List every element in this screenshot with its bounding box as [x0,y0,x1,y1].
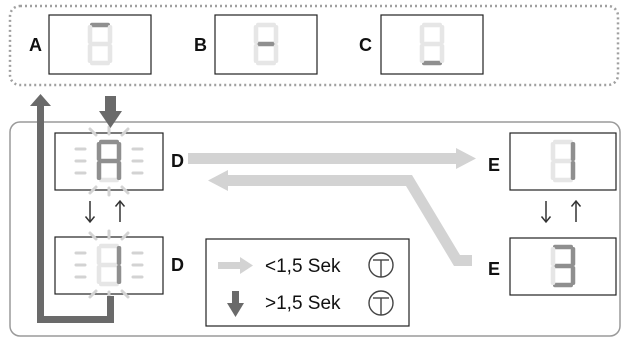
segment-g [553,158,573,164]
segment-a [99,139,119,145]
segment-b [116,246,122,265]
arrow-up-e [570,199,582,222]
label-d-top: D [171,151,184,171]
blink-ray [88,289,98,299]
segment-e [419,44,425,63]
blink-ray [120,127,130,137]
digit-e-top [550,139,576,183]
segment-a [256,22,276,28]
blink-ray [88,127,98,137]
arrow-up-d [114,199,126,222]
legend-long-arrow [227,291,244,317]
blink-rays-bottom [74,229,144,301]
segment-d [90,60,110,66]
segment-f [550,142,556,161]
digit-e-bottom [550,244,576,288]
segment-e [96,161,102,180]
segment-g [256,41,276,47]
label-e-bottom: E [488,259,501,279]
legend-box [205,238,410,327]
arrow-down-e [540,201,552,224]
digit-d-bottom [96,243,122,287]
label-d-bottom: D [171,255,184,275]
blink-ray [88,185,98,195]
segment-g [553,263,573,269]
segment-a [99,243,119,249]
segment-f [550,247,556,266]
segment-c [116,161,122,180]
segment-f [96,142,102,161]
segment-f [87,25,93,44]
segment-b [570,247,576,266]
segment-g [422,41,442,47]
segment-e [253,44,259,63]
label-c: C [359,35,372,55]
blink-ray [120,185,130,195]
long-press-loop-arrow [30,94,114,323]
segment-b [439,25,445,44]
menu-frame [9,121,621,337]
options-frame [8,4,620,87]
segment-b [273,25,279,44]
blink-ray [120,231,130,241]
blink-ray [120,289,130,299]
legend-short-arrow [218,257,253,274]
segment-d [256,60,276,66]
segment-e [87,44,93,63]
segment-f [96,246,102,265]
t-button-icon [368,252,394,278]
segment-d [553,177,573,183]
blink-rays-top [74,125,144,197]
arrow-down-d [84,201,96,224]
digit-c [419,22,445,66]
short-press-arrow-e-to-d [208,170,472,266]
segment-c [570,266,576,285]
label-b: B [194,35,207,55]
segment-d [553,282,573,288]
segment-c [116,265,122,284]
segment-a [422,22,442,28]
segment-a [553,139,573,145]
segment-f [253,25,259,44]
segment-d [422,60,442,66]
legend-long-label: >1,5 Sek [265,293,341,314]
segment-c [439,44,445,63]
digit-a [87,22,113,66]
segment-e [550,161,556,180]
label-e-top: E [488,155,501,175]
segment-f [419,25,425,44]
segment-b [116,142,122,161]
segment-d [99,281,119,287]
segment-e [550,266,556,285]
segment-b [107,25,113,44]
segment-b [570,142,576,161]
segment-c [107,44,113,63]
digit-b [253,22,279,66]
t-button-icon [368,290,394,316]
blink-ray [88,231,98,241]
label-a: A [29,35,42,55]
segment-g [99,158,119,164]
segment-g [99,262,119,268]
segment-a [553,244,573,250]
short-press-arrow-d-to-e [188,148,476,169]
segment-a [90,22,110,28]
segment-e [96,265,102,284]
segment-g [90,41,110,47]
digit-d-top [96,139,122,183]
segment-d [99,177,119,183]
segment-c [570,161,576,180]
legend-short-label: <1,5 Sek [265,256,341,277]
long-press-arrow-into-menu [99,96,122,128]
segment-c [273,44,279,63]
